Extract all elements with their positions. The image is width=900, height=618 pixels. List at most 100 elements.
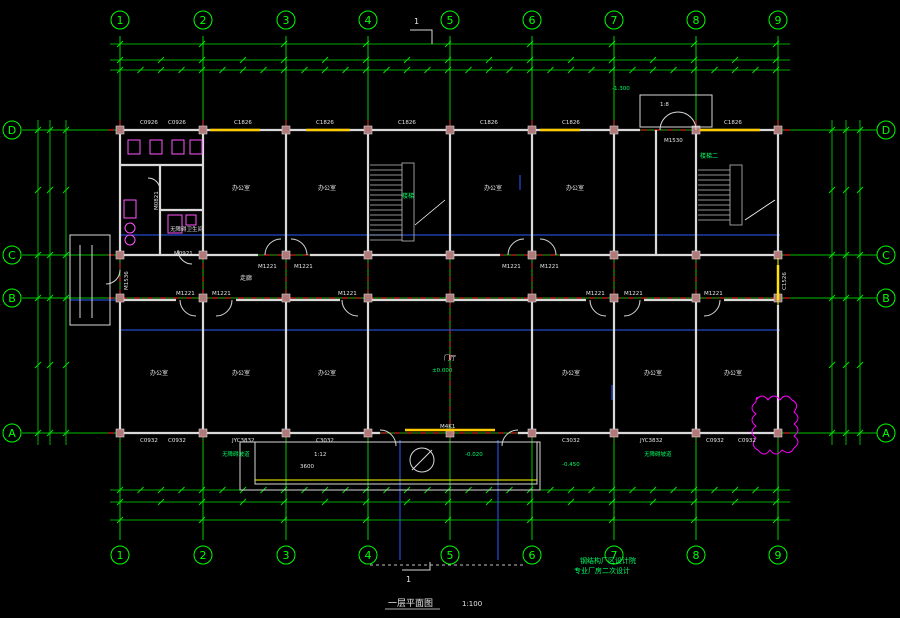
- dim-tick: [424, 66, 431, 74]
- fixture-stall-3: [171, 139, 185, 155]
- room-label-stair-left: 楼梯: [402, 192, 414, 200]
- fixture-sink-1: [123, 199, 137, 219]
- axis-bubble-left-B-label: B: [8, 292, 16, 305]
- axis-bubble-top-8-label: 8: [693, 14, 700, 27]
- dim-tick: [856, 361, 864, 369]
- dim-tick: [828, 186, 836, 194]
- door-label-top-2: M1221: [294, 264, 313, 270]
- axis-bubble-top-6-label: 6: [529, 14, 536, 27]
- axis-bubble-bottom-2-circle: [193, 545, 213, 565]
- dim-tick: [828, 361, 836, 369]
- dim-tick: [403, 56, 411, 64]
- door-arc-main-l: [379, 429, 397, 447]
- window-label-bottom-7: C0932: [706, 438, 724, 444]
- dim-tick: [752, 66, 759, 74]
- dim-tick: [198, 498, 206, 506]
- toilet-fixtures: [123, 139, 203, 246]
- room-label-wc: 无障碍卫生间: [170, 225, 203, 233]
- column-A: [115, 428, 125, 438]
- axis-bubble-top-3-circle: [276, 10, 296, 30]
- axis-bubble-top-5-circle: [440, 10, 460, 30]
- column-B: [281, 293, 291, 303]
- axis-bubble-left-C-label: C: [8, 249, 16, 262]
- door-label-bottom-4: M1221: [586, 291, 605, 297]
- dim-tick: [157, 66, 165, 74]
- window-label-bottom-6: JYC3832: [639, 438, 663, 444]
- door-arc-a6: [589, 299, 607, 317]
- axis-bubble-right-A-label: A: [882, 427, 890, 440]
- door-arc-m1530-b: [677, 111, 697, 131]
- dim-tick: [219, 66, 226, 74]
- dim-tick: [567, 486, 575, 494]
- room-label-a3: 办公室: [318, 369, 336, 377]
- stamp-subtext: 专业厂房二次设计: [574, 566, 630, 575]
- rear-entry-canopy: [639, 94, 713, 128]
- dim-tick: [711, 486, 718, 494]
- section-mark-top: [410, 29, 433, 44]
- axis-bubble-bottom-9-label: 9: [775, 549, 782, 562]
- dim-tick: [137, 486, 144, 494]
- door-label-wc: M0821: [154, 191, 160, 210]
- dim-tick: [137, 66, 144, 74]
- dim-tick: [62, 186, 70, 194]
- section-number-top: 1: [414, 17, 419, 26]
- axis-bubble-bottom-3-circle: [276, 545, 296, 565]
- door-arc-a7: [623, 299, 641, 317]
- door-label-top-4: M1221: [540, 264, 559, 270]
- fixture-sink-2: [124, 222, 136, 234]
- door-label-top-3: M1221: [502, 264, 521, 270]
- dim-tick: [649, 498, 657, 506]
- dim-tick: [711, 66, 718, 74]
- window-label-top-1: C0926: [140, 120, 158, 126]
- column-C: [691, 250, 701, 260]
- dim-tick: [62, 361, 70, 369]
- axis-bubble-top-4-label: 4: [365, 14, 372, 27]
- axis-bubble-bottom-4-label: 4: [365, 549, 372, 562]
- ramp-handrails: [255, 258, 779, 481]
- dim-tick: [506, 66, 513, 74]
- axis-bubble-bottom-4-circle: [358, 545, 378, 565]
- column-C: [115, 250, 125, 260]
- fixture-stall-2: [149, 139, 163, 155]
- room-label-a1: 办公室: [150, 369, 168, 377]
- dim-tick: [34, 186, 42, 194]
- column-C: [609, 250, 619, 260]
- revision-cloud: [751, 395, 799, 455]
- axis-bubble-bottom-6-circle: [522, 545, 542, 565]
- column-A: [773, 428, 783, 438]
- column-C: [281, 250, 291, 260]
- column-D: [527, 125, 537, 135]
- door-label-top-1: M1221: [258, 264, 277, 270]
- dim-tick: [239, 66, 247, 74]
- fixture-sink-3: [124, 234, 136, 246]
- room-label-a2: 办公室: [232, 369, 250, 377]
- fixture-accessible: [167, 214, 183, 234]
- dim-tick: [198, 40, 206, 48]
- door-label-left: M1536: [124, 271, 130, 290]
- level-outdoor: -0.020: [465, 452, 483, 458]
- window-label-top-2: C0926: [168, 120, 186, 126]
- axis-bubble-top-1-circle: [110, 10, 130, 30]
- dim-tick: [588, 486, 595, 494]
- column-D: [609, 125, 619, 135]
- axis-bubble-bottom-7-label: 7: [611, 549, 618, 562]
- dim-tick: [157, 498, 165, 506]
- note-entry-label: 1:8: [660, 102, 669, 108]
- door-arc-main-r: [501, 429, 519, 447]
- axis-bubble-left-C-circle: [2, 245, 22, 265]
- axis-bubble-right-A-circle: [876, 423, 896, 443]
- door-label-bottom-3: M1221: [338, 291, 357, 297]
- dim-tick: [46, 361, 54, 369]
- axis-bubble-bottom-5-circle: [440, 545, 460, 565]
- entry-step: [239, 441, 541, 491]
- text-labels: 1 1 一层平面图 1:100 钢结构厂区设计院 专业厂房二次设计 办公室 办公…: [124, 17, 788, 610]
- column-C: [198, 250, 208, 260]
- fixture-stall-4: [189, 139, 203, 155]
- axis-bubble-bottom-9-circle: [768, 545, 788, 565]
- stair-left-arrow: [414, 199, 446, 226]
- column-B: [363, 293, 373, 303]
- column-D: [445, 125, 455, 135]
- dim-tick: [842, 186, 850, 194]
- axis-bubble-top-1-label: 1: [117, 14, 124, 27]
